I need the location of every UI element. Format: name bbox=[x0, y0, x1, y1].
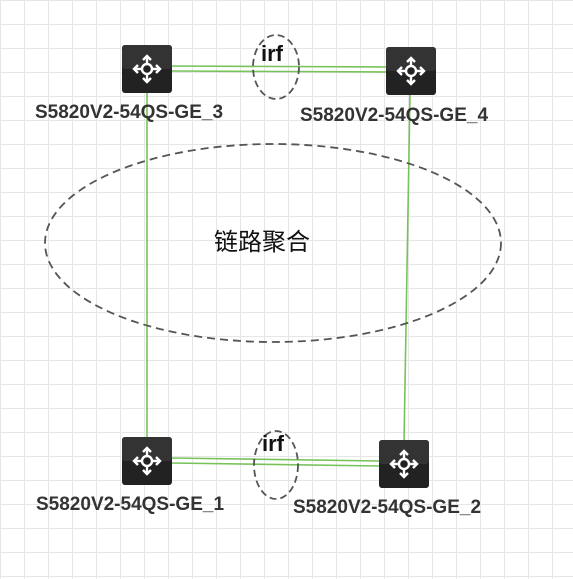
link-ge4-ge2 bbox=[403, 93, 411, 444]
router-switch-icon bbox=[132, 446, 162, 476]
device-label-ge4: S5820V2-54QS-GE_4 bbox=[300, 105, 489, 126]
switch-device-ge2[interactable] bbox=[379, 440, 429, 488]
router-switch-icon bbox=[396, 56, 426, 86]
switch-device-ge4[interactable] bbox=[386, 47, 436, 95]
irf-label-top: irf bbox=[261, 41, 283, 66]
router-switch-icon bbox=[389, 449, 419, 479]
irf-ellipse-bottom bbox=[253, 430, 299, 500]
device-label-ge2: S5820V2-54QS-GE_2 bbox=[293, 497, 482, 518]
device-label-ge1: S5820V2-54QS-GE_1 bbox=[36, 494, 225, 515]
switch-device-ge3[interactable] bbox=[122, 45, 172, 93]
link-aggregation-ellipse bbox=[44, 143, 502, 343]
switch-device-ge1[interactable] bbox=[122, 437, 172, 485]
aggregation-label: 链路聚合 bbox=[214, 228, 310, 256]
irf-link-top bbox=[170, 65, 387, 73]
device-label-ge3: S5820V2-54QS-GE_3 bbox=[35, 102, 224, 123]
irf-label-bottom: irf bbox=[262, 431, 284, 456]
irf-link-bottom bbox=[170, 457, 381, 467]
router-switch-icon bbox=[132, 54, 162, 84]
irf-ellipse-top bbox=[252, 34, 300, 100]
